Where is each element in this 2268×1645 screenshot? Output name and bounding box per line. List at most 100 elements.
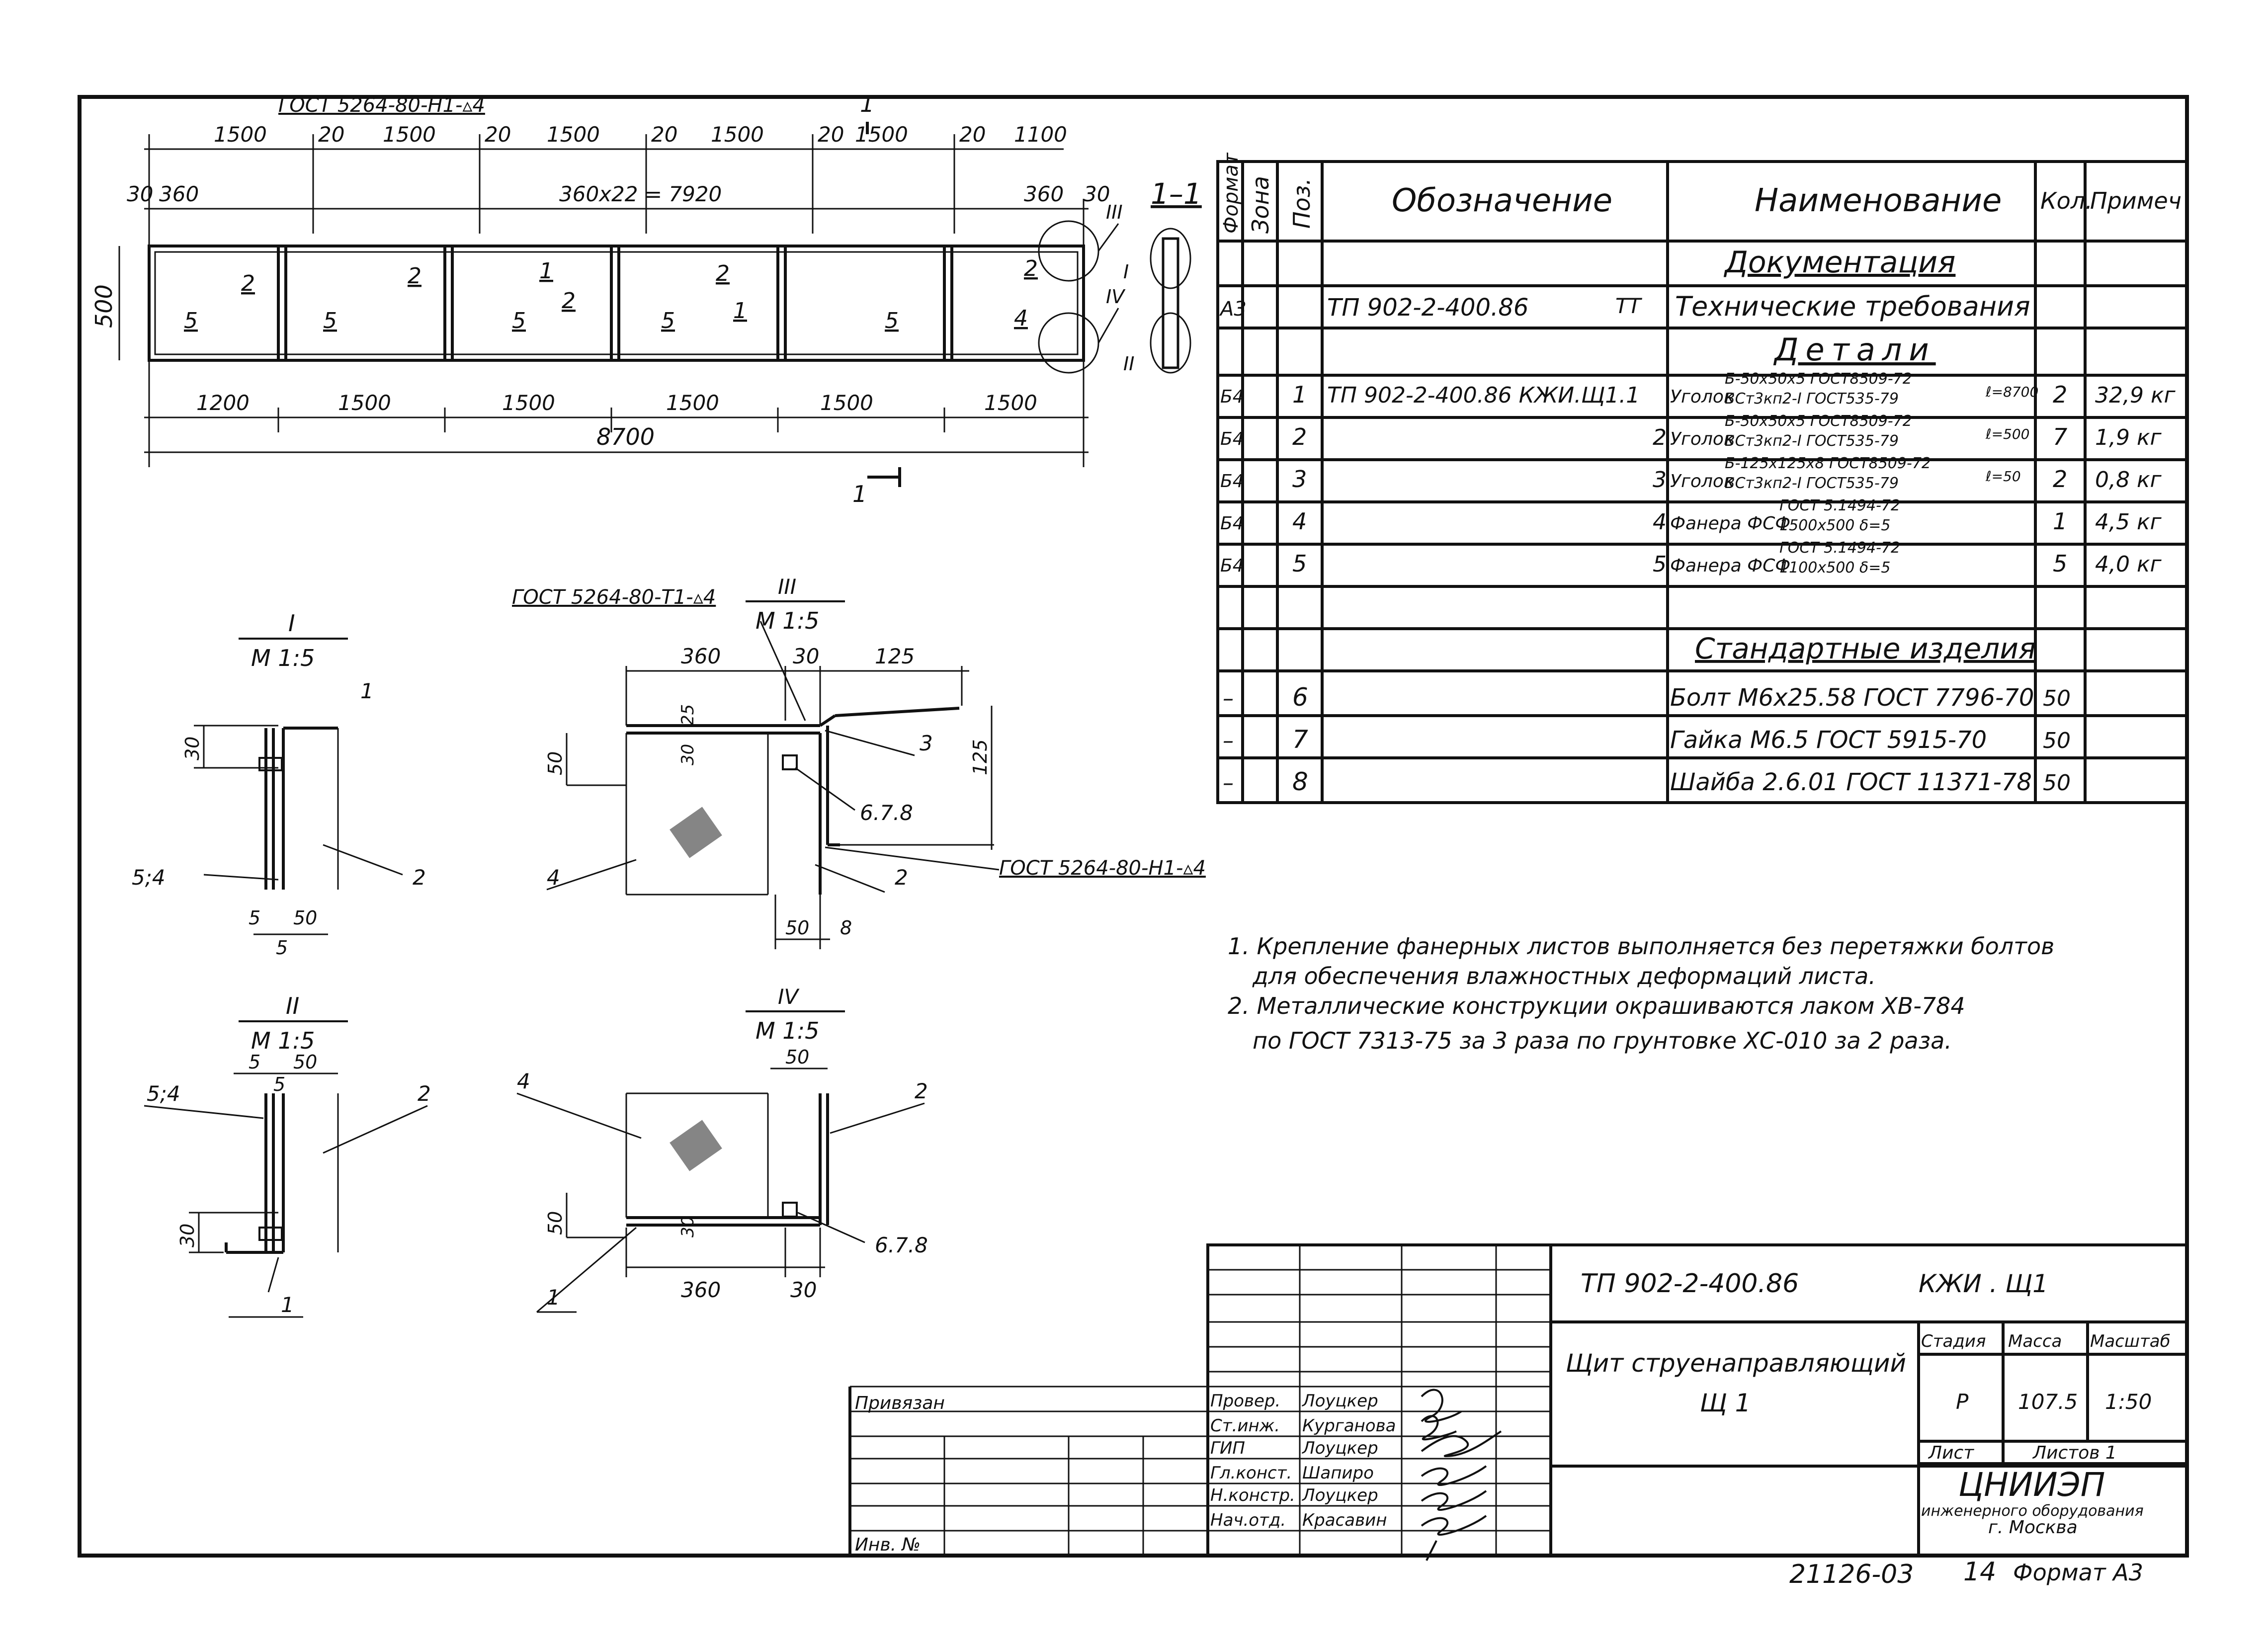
title-name-line1: Щит струенаправляющий (1566, 1349, 1906, 1378)
detail-spec-bottom: ВСт3кп2-I ГОСТ535-79 (1725, 475, 1899, 492)
detail-III-label-4: 4 (547, 865, 560, 890)
detail-qty: 1 (2053, 508, 2067, 535)
top-dim: 1500 (547, 122, 600, 147)
pitch-dim: 360х22 = 7920 (559, 182, 722, 206)
top-dim: 1500 (383, 122, 436, 147)
title-stage: Р (1956, 1390, 1969, 1414)
top-dim: 20 (318, 122, 344, 147)
detail-length: ℓ=500 (1985, 426, 2029, 442)
detail-IV-title: IV (778, 985, 800, 1009)
bottom-dim: 1500 (502, 391, 555, 415)
detail-III-dim-30: 30 (793, 644, 819, 668)
detail-spec-bottom: ВСт3кп2-I ГОСТ535-79 (1725, 432, 1899, 450)
top-dim: 1100 (1014, 122, 1067, 147)
title-sheet-code: КЖИ . Щ1 (1919, 1269, 2048, 1298)
spec-header-name: Наименование (1755, 182, 2002, 219)
detail-II-dim-50: 50 (293, 1051, 317, 1073)
detail-III: ГОСТ 5264-80-Т1-▵4 III М 1:5 (512, 575, 1206, 949)
position-marker: 2 (241, 271, 255, 296)
doc-designation: ТП 902-2-400.86 (1327, 294, 1528, 322)
detail-III-dim-50: 50 (544, 751, 566, 775)
detail-format: Б4 (1220, 556, 1244, 576)
role-title: ГИП (1210, 1438, 1245, 1458)
detail-designation: 3 (1653, 467, 1667, 493)
detail-IV-dim-30: 30 (678, 1216, 698, 1237)
detail-pos: 2 (1292, 423, 1307, 450)
std-format: – (1223, 770, 1234, 796)
detail-III-dim-125: 125 (875, 644, 915, 668)
spec-header-note: Примеч (2090, 187, 2182, 214)
doc-format: А3 (1219, 298, 1247, 321)
title-org-line2: инженерного оборудования (1921, 1502, 2144, 1520)
detail-note: 4,5 кг (2095, 509, 2162, 535)
detail-II-dim-5a: 5 (249, 1051, 260, 1073)
detail-III-dim-30b: 30 (678, 744, 698, 765)
detail-note: 0,8 кг (2095, 467, 2162, 493)
detail-pos: 5 (1292, 550, 1307, 577)
callout-II: II (1123, 353, 1134, 375)
detail-designation: 5 (1653, 552, 1667, 577)
position-marker: 4 (1014, 306, 1028, 331)
pitch-dim: 360 (159, 182, 199, 206)
detail-spec-top: ГОСТ 5.1494-72 (1779, 497, 1900, 514)
position-marker: 5 (512, 308, 526, 333)
role-name: Лоуцкер (1301, 1391, 1378, 1411)
position-marker: 5 (661, 308, 675, 333)
detail-III-dim-8: 8 (840, 917, 852, 939)
detail-IV-dim-30b: 30 (790, 1278, 817, 1302)
detail-III-label-678: 6.7.8 (860, 801, 913, 825)
detail-designation: ТП 902-2-400.86 КЖИ.Щ1.1 (1327, 383, 1640, 408)
detail-III-label-2: 2 (895, 865, 908, 890)
detail-II-dim-30: 30 (176, 1224, 198, 1247)
role-name: Красавин (1302, 1510, 1387, 1530)
note-line-1: 1. Крепление фанерных листов выполняется… (1228, 933, 2054, 960)
callout-IV: IV (1106, 286, 1126, 308)
detail-spec-top: Б-50х50х5 ГОСТ8509-72 (1725, 412, 1912, 430)
top-dim: 20 (818, 122, 844, 147)
detail-name: Фанера ФСФ (1670, 556, 1790, 576)
detail-III-hatch (670, 807, 722, 858)
signatures (1421, 1389, 1502, 1561)
detail-spec-top: ГОСТ 5.1494-72 (1779, 539, 1900, 557)
detail-I-dim-30: 30 (181, 737, 203, 760)
detail-I-label-54: 5;4 (132, 865, 166, 890)
title-stage-header: Стадия (1921, 1331, 1986, 1351)
detail-name: Уголок (1670, 471, 1735, 492)
role-title: Н.констр. (1210, 1485, 1295, 1505)
spec-header-designation: Обозначение (1392, 182, 1612, 219)
section-documentation: Документация (1723, 245, 1955, 280)
title-bind: Привязан (855, 1393, 945, 1413)
detail-III-dim-360: 360 (681, 644, 721, 668)
title-scale-header: Масштаб (2090, 1331, 2171, 1351)
role-title: Ст.инж. (1210, 1416, 1280, 1436)
note-line-3: 2. Металлические конструкции окрашиваютс… (1228, 992, 1965, 1019)
bottom-dim: 1500 (984, 391, 1037, 415)
detail-pos: 3 (1292, 466, 1307, 493)
detail-II: II М 1:5 5 50 5 30 1 2 5;4 (144, 992, 431, 1318)
detail-III-scale: М 1:5 (756, 607, 819, 634)
detail-III-dim-50b: 50 (785, 917, 809, 939)
detail-IV-label-4: 4 (517, 1069, 530, 1093)
detail-format: Б4 (1220, 471, 1244, 492)
note-line-2: для обеспечения влажностных деформаций л… (1252, 963, 1876, 989)
position-marker: 2 (408, 263, 421, 289)
role-name: Шапиро (1302, 1463, 1374, 1483)
std-name: Болт М6х25.58 ГОСТ 7796-70 (1670, 684, 2034, 712)
spec-header-format: Формат (1220, 152, 1243, 234)
detail-pos: 4 (1292, 508, 1307, 535)
detail-I-dim-5a: 5 (249, 907, 260, 929)
std-pos: 6 (1292, 683, 1308, 712)
role-name: Лоуцкер (1301, 1438, 1378, 1458)
std-qty: 50 (2043, 770, 2071, 796)
detail-name: Уголок (1670, 429, 1735, 449)
role-name: Лоуцкер (1301, 1485, 1378, 1505)
title-mass: 107.5 (2018, 1390, 2078, 1414)
top-dim: 1500 (855, 122, 908, 147)
note-line-4: по ГОСТ 7313-75 за 3 раза по грунтовке Х… (1253, 1027, 1952, 1054)
